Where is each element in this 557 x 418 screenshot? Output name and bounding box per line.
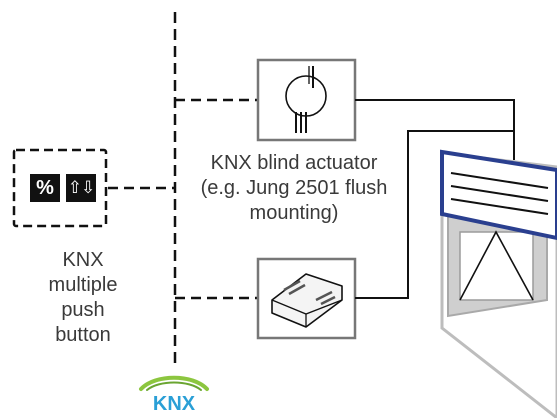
blind-actuator-device — [256, 58, 357, 142]
caption-line: KNX blind actuator — [210, 152, 378, 174]
actuator-to-blind-wire — [355, 99, 515, 160]
caption-line: KNX — [62, 249, 104, 271]
window-with-blind — [440, 149, 557, 418]
knx-logo: KNX — [139, 375, 209, 412]
blind-actuator-caption: KNX blind actuator (e.g. Jung 2501 flush… — [178, 151, 410, 226]
push-button-frame — [12, 148, 108, 228]
caption-line: (e.g. Jung 2501 flush — [200, 177, 388, 199]
power-supply-device — [256, 257, 357, 340]
caption-line: mounting) — [249, 202, 339, 224]
caption-line: button — [55, 324, 111, 346]
svg-text:KNX: KNX — [153, 393, 196, 412]
push-button-caption: KNX multiple push button — [18, 248, 148, 348]
up-down-key: ⇧⇩ — [66, 174, 96, 202]
percent-key: % — [30, 174, 60, 202]
caption-line: multiple — [48, 274, 118, 296]
power-to-blind-wire — [355, 130, 514, 299]
caption-line: push — [61, 299, 105, 321]
